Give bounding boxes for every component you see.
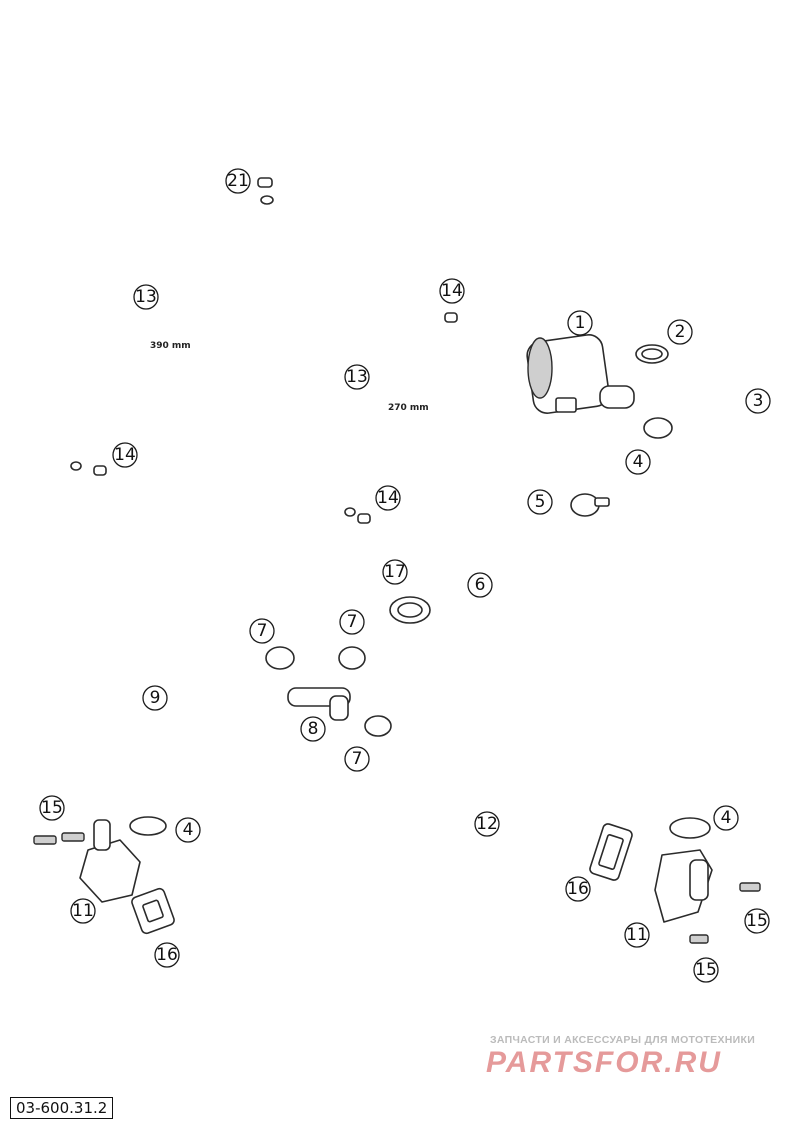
watermark-logo: PARTSFOR.RU [486, 1046, 722, 1079]
clamp-7-b [338, 646, 366, 670]
dimension-label-390: 390 mm [150, 341, 191, 351]
gasket-16-left [131, 887, 175, 935]
clamp-14-c [357, 513, 371, 524]
callout-4-b: 4 [175, 817, 201, 843]
svg-text:14: 14 [441, 281, 463, 301]
svg-text:11: 11 [626, 925, 648, 945]
callout-14-d: 14 [114, 445, 136, 465]
callout-14-c: 14 [375, 485, 401, 511]
callout-13-b: 13 [344, 364, 370, 390]
callout-16-a: 16 [565, 876, 591, 902]
svg-text:12: 12 [476, 814, 498, 834]
svg-text:8: 8 [308, 719, 319, 739]
svg-text:9: 9 [150, 688, 161, 708]
tee-fitting-8 [287, 687, 351, 721]
svg-text:3: 3 [753, 391, 764, 411]
watermark-tagline: ЗАПЧАСТИ И АКСЕССУАРЫ ДЛЯ МОТОТЕХНИКИ [490, 1034, 756, 1046]
clamp-17 [389, 596, 431, 624]
callout-5: 5 [527, 489, 553, 515]
svg-text:11: 11 [72, 901, 94, 921]
svg-text:21: 21 [227, 171, 249, 191]
hose-390mm [54, 195, 279, 471]
svg-text:6: 6 [475, 575, 486, 595]
water-pump-cover-right [654, 849, 713, 923]
svg-text:16: 16 [156, 945, 178, 965]
hose-6 [358, 518, 644, 702]
drawing-number: 03-600.31.2 [10, 1097, 114, 1119]
svg-text:7: 7 [347, 612, 358, 632]
clamp-2 [635, 344, 669, 364]
callout-11-b: 11 [624, 922, 650, 948]
clamp-14-a [93, 465, 107, 476]
callout-4-c: 4 [713, 805, 739, 831]
hose-12 [393, 728, 697, 814]
bolt-15-a [33, 835, 57, 845]
callout-9: 9 [142, 685, 168, 711]
callout-7-a: 7 [249, 618, 275, 644]
callout-13-a: 13 [133, 284, 159, 310]
svg-text:4: 4 [183, 820, 194, 840]
callout-7-c: 7 [344, 746, 370, 772]
bolt-15-c [739, 882, 761, 892]
svg-text:14: 14 [114, 445, 136, 465]
callout-1: 1 [567, 310, 593, 336]
hose-270mm [307, 318, 489, 517]
water-pump-cover-left [79, 819, 141, 903]
clamp-7-a [265, 646, 295, 670]
svg-text:4: 4 [633, 452, 644, 472]
callout-11-a: 11 [70, 898, 96, 924]
bolt-15-b [61, 832, 85, 842]
svg-text:7: 7 [352, 749, 363, 769]
dimension-label-270: 270 mm [388, 403, 429, 413]
callout-14-a: 14 [112, 442, 138, 468]
hose-9 [100, 681, 284, 822]
callout-14-b: 14 [439, 278, 465, 304]
svg-text:15: 15 [746, 911, 768, 931]
callout-4-a: 4 [625, 449, 651, 475]
callout-17: 17 [382, 559, 408, 585]
clamp-14-b [444, 312, 458, 323]
callout-6: 6 [467, 572, 493, 598]
callout-12: 12 [474, 811, 500, 837]
svg-text:13: 13 [135, 287, 157, 307]
svg-text:14: 14 [377, 488, 399, 508]
callout-3: 3 [745, 388, 771, 414]
callout-2: 2 [667, 319, 693, 345]
clamp-7-c [364, 715, 392, 737]
svg-text:7: 7 [257, 621, 268, 641]
callout-7-b: 7 [339, 609, 365, 635]
svg-text:16: 16 [567, 879, 589, 899]
callout-15-c: 15 [693, 957, 719, 983]
clamp-4-a [643, 417, 673, 439]
callout-16-b: 16 [154, 942, 180, 968]
callout-21: 21 [225, 168, 251, 194]
callout-15-b: 15 [744, 908, 770, 934]
svg-text:4: 4 [721, 808, 732, 828]
hose-3 [666, 380, 765, 472]
svg-text:1: 1 [575, 313, 586, 333]
svg-text:2: 2 [675, 322, 686, 342]
callout-8: 8 [300, 716, 326, 742]
clamp-4-c [669, 817, 711, 839]
clamp-5 [570, 493, 610, 517]
thermostat-housing [526, 334, 635, 414]
svg-text:5: 5 [535, 492, 546, 512]
bolt-15-d [689, 934, 709, 944]
clamp-4-b [129, 816, 167, 836]
svg-text:13: 13 [346, 367, 368, 387]
svg-text:15: 15 [695, 960, 717, 980]
clamp-21 [257, 177, 273, 188]
gasket-16-right [589, 823, 633, 881]
callout-15-a: 15 [39, 795, 65, 821]
svg-text:15: 15 [41, 798, 63, 818]
svg-text:17: 17 [384, 562, 406, 582]
